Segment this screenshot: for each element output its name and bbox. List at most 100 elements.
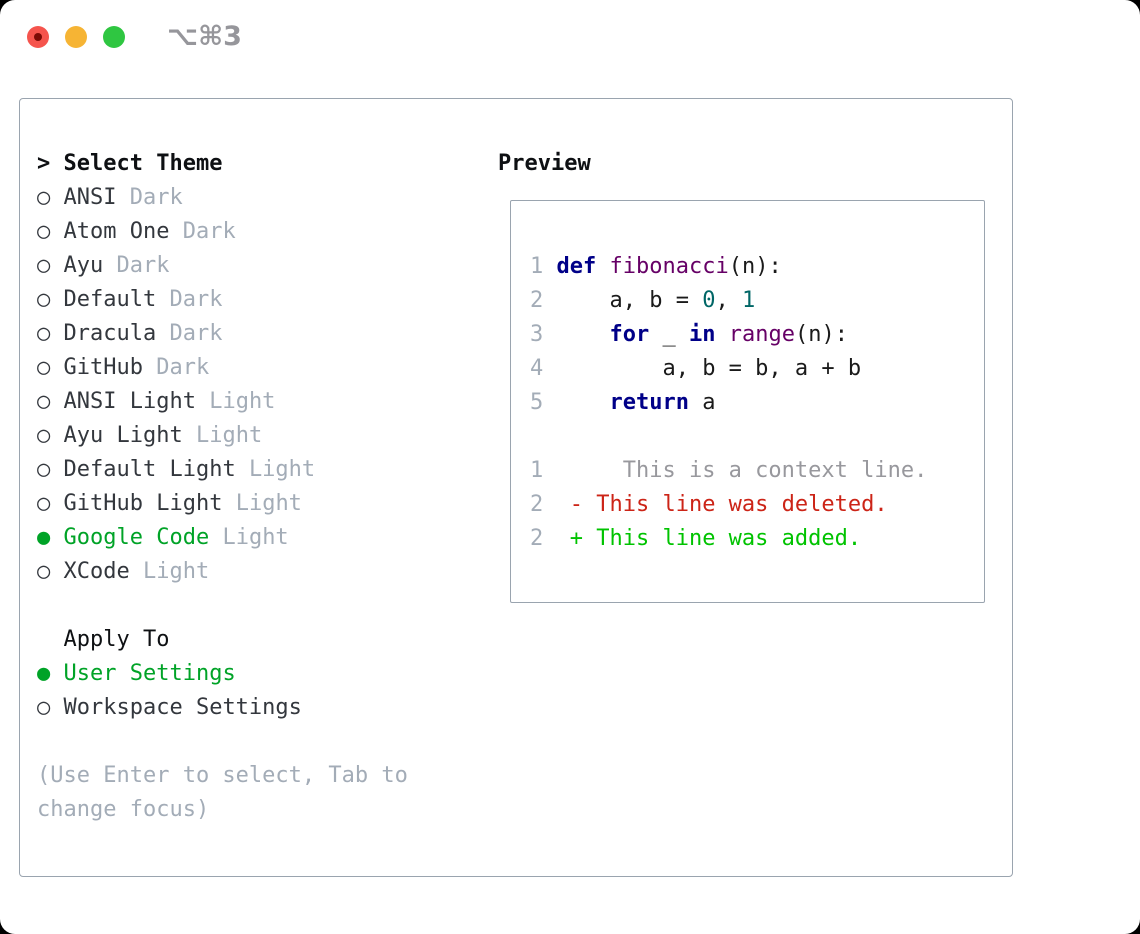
theme-variant: Light <box>209 389 276 414</box>
theme-variant: Dark <box>129 185 183 210</box>
help-text: (Use Enter to select, Tab to change focus… <box>37 759 477 827</box>
theme-name: Ayu <box>63 253 104 278</box>
code-token: 1 <box>741 288 756 313</box>
theme-variant: Light <box>222 525 289 550</box>
radio-icon: ○ <box>37 491 51 516</box>
line-number: 1 <box>530 254 544 279</box>
diff-line: 1 This is a context line. <box>530 454 984 488</box>
code-line: 3 for _ in range(n): <box>530 318 984 352</box>
theme-variant: Light <box>248 457 316 482</box>
theme-variant: Light <box>195 423 263 448</box>
code-token: _ <box>649 322 689 347</box>
radio-icon: ○ <box>37 355 51 380</box>
theme-name: Atom One <box>63 219 170 244</box>
diff-line: 2 + This line was added. <box>530 522 984 556</box>
selected-radio-icon: ● <box>37 661 51 686</box>
minimize-button[interactable] <box>65 26 87 48</box>
code-token: a <box>688 390 716 415</box>
unsaved-indicator-dot <box>34 33 42 41</box>
code-line: 2 a, b = 0, 1 <box>530 284 984 318</box>
radio-icon: ○ <box>37 695 51 720</box>
code-token <box>543 250 556 284</box>
help-line: change focus) <box>37 797 210 822</box>
theme-name: Ayu Light <box>63 423 183 448</box>
code-token: a, b = b, a + b <box>543 356 862 381</box>
selected-radio-icon: ● <box>37 525 51 550</box>
diff-line: 2 - This line was deleted. <box>530 488 984 522</box>
apply-to-option[interactable]: ○ Workspace Settings <box>37 691 477 725</box>
line-number: 2 <box>530 492 544 517</box>
line-number: 4 <box>530 356 544 381</box>
theme-name: GitHub <box>63 355 143 380</box>
radio-icon: ○ <box>37 253 51 278</box>
diff-preview: 1 This is a context line.2 - This line w… <box>530 454 984 556</box>
apply-to-label: Apply To <box>63 627 170 652</box>
apply-to-name: Workspace Settings <box>63 695 302 720</box>
code-token: return <box>609 390 689 415</box>
code-token: , <box>715 288 742 313</box>
radio-icon: ○ <box>37 423 51 448</box>
apply-to-list: ● User Settings ○ Workspace Settings <box>37 657 477 725</box>
theme-variant: Light <box>235 491 302 516</box>
apply-to-name: User Settings <box>63 661 236 686</box>
radio-icon: ○ <box>37 559 51 584</box>
theme-item[interactable]: ○ Default Dark <box>37 283 477 317</box>
theme-item[interactable]: ○ Ayu Dark <box>37 249 477 283</box>
theme-name: ANSI <box>63 185 117 210</box>
theme-variant: Dark <box>116 253 170 278</box>
code-line: 4 a, b = b, a + b <box>530 352 984 386</box>
spacer <box>37 589 477 623</box>
theme-variant: Dark <box>169 287 223 312</box>
code-token <box>596 250 609 284</box>
code-line: 1 def fibonacci(n): <box>530 250 984 284</box>
theme-variant: Dark <box>182 219 236 244</box>
code-token: a, b = <box>543 288 703 313</box>
theme-item[interactable]: ○ GitHub Light Light <box>37 487 477 521</box>
line-number: 5 <box>530 390 544 415</box>
titlebar: ⌥⌘3 <box>0 0 1140 74</box>
code-token: (n): <box>728 254 782 279</box>
theme-item[interactable]: ○ ANSI Dark <box>37 181 477 215</box>
theme-name: Default <box>63 287 157 312</box>
code-token: range <box>728 322 795 347</box>
radio-icon: ○ <box>37 389 51 414</box>
apply-to-indent <box>37 623 64 657</box>
theme-item[interactable]: ○ Ayu Light Light <box>37 419 477 453</box>
radio-icon: ○ <box>37 321 51 346</box>
code-token <box>715 318 728 352</box>
theme-item[interactable]: ○ GitHub Dark <box>37 351 477 385</box>
theme-name: Default Light <box>63 457 236 482</box>
diff-text: - This line was deleted. <box>543 492 888 517</box>
radio-icon: ○ <box>37 185 51 210</box>
select-theme-label: Select Theme <box>63 151 223 176</box>
theme-name: GitHub Light <box>63 491 223 516</box>
theme-name: Dracula <box>63 321 157 346</box>
apply-to-option[interactable]: ● User Settings <box>37 657 477 691</box>
cursor-icon: > <box>37 151 51 176</box>
code-token: (n): <box>794 322 848 347</box>
diff-text: This is a context line. <box>543 458 928 483</box>
code-token: 0 <box>702 288 716 313</box>
window-title: ⌥⌘3 <box>167 21 242 52</box>
close-button[interactable] <box>27 26 49 48</box>
code-token: fibonacci <box>609 254 729 279</box>
help-line: (Use Enter to select, Tab to <box>37 763 408 788</box>
code-token: in <box>688 322 716 347</box>
code-token: def <box>556 254 597 279</box>
select-theme-header: > Select Theme <box>37 147 477 181</box>
line-number: 3 <box>530 322 544 347</box>
zoom-button[interactable] <box>103 26 125 48</box>
theme-variant: Dark <box>156 355 210 380</box>
line-number: 2 <box>530 288 544 313</box>
code-line: 5 return a <box>530 386 984 420</box>
radio-icon: ○ <box>37 287 51 312</box>
